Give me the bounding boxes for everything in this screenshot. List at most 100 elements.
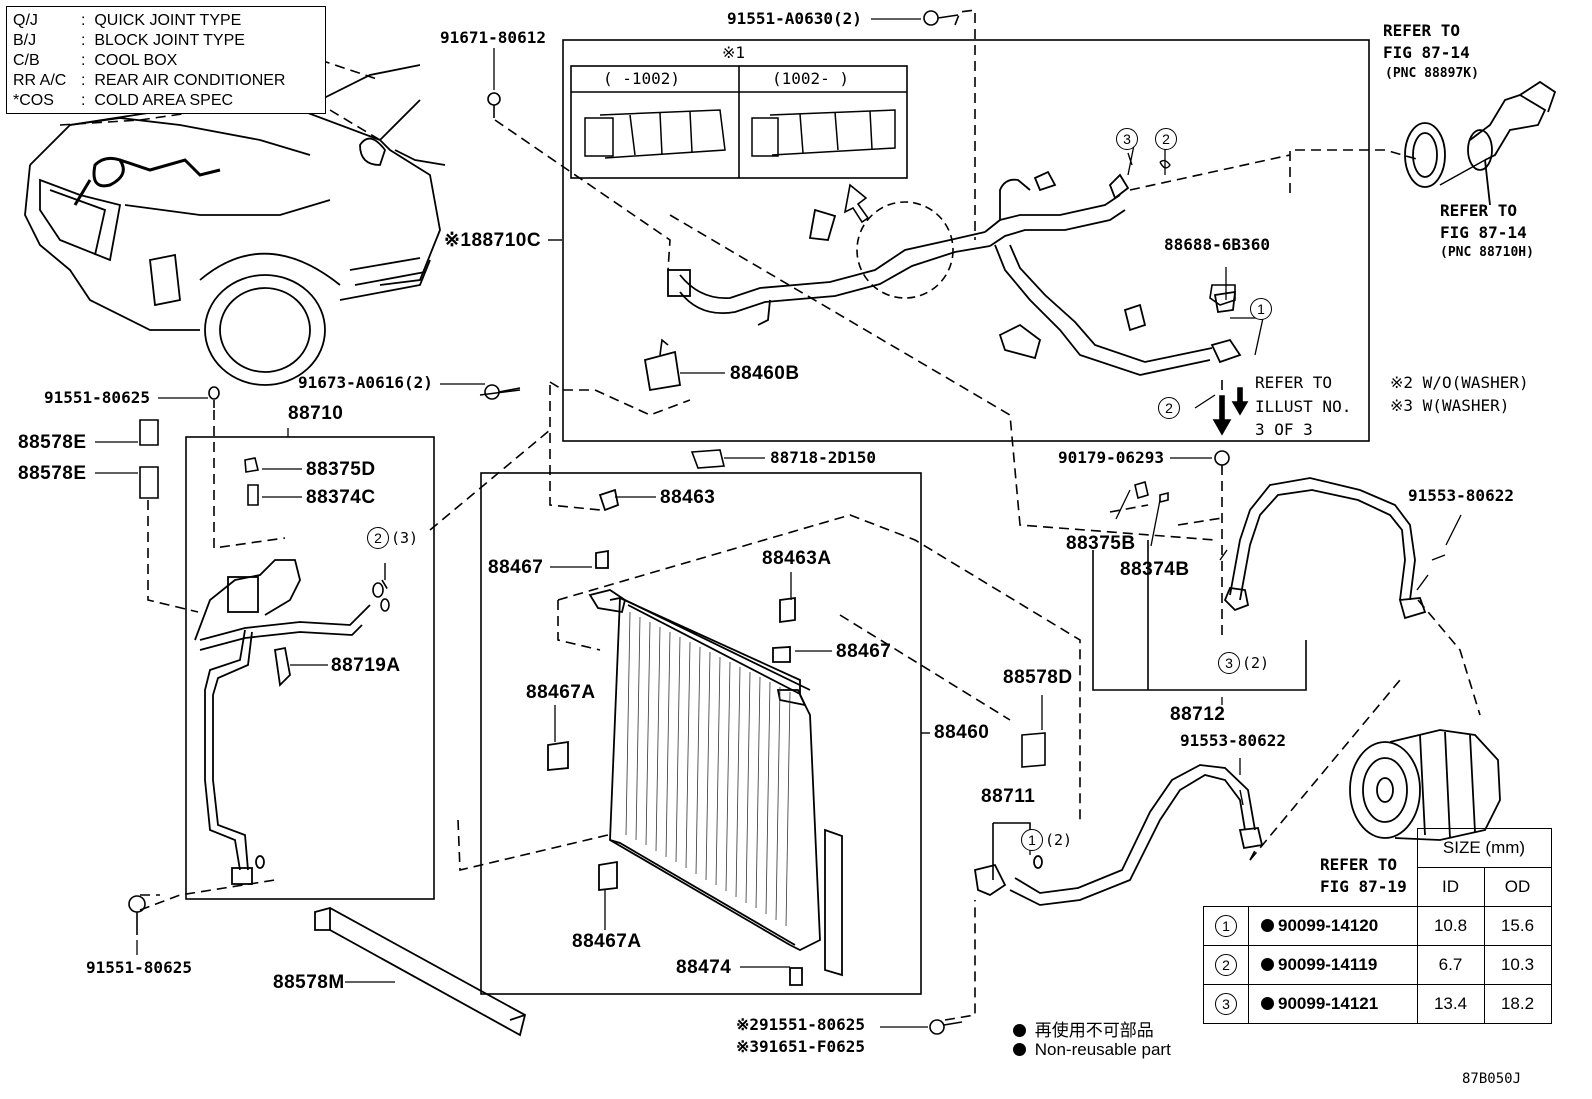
refer-illust-link[interactable]: ILLUST NO. [1255,397,1352,416]
part-label-88463[interactable]: 88463 [660,487,716,508]
oring-ref-2: 2 [1158,397,1180,419]
refer-fig-87-14-a-link[interactable]: FIG 87-14 [1383,43,1470,62]
part-label-88711[interactable]: 88711 [981,786,1036,807]
hose-assembly-box [562,39,1370,442]
abbreviation-legend: Q/J: QUICK JOINT TYPE B/J: BLOCK JOINT T… [6,6,326,114]
part-label-91673-a0616[interactable]: 91673-A0616(2) [298,373,433,392]
non-reusable-dot-icon [1261,958,1274,971]
oring-id: 13.4 [1416,984,1485,1024]
refer-fig-87-14-b-pnc: (PNC 88710H) [1440,245,1534,260]
quantity-note: (3) [391,529,419,547]
legend-row: Q/J: QUICK JOINT TYPE [13,12,242,29]
table-row: 1 90099-14120 10.8 15.6 [1203,906,1552,946]
oring-ref-3: 3 [1218,652,1240,674]
part-label-91551-80625-bottom[interactable]: 91551-80625 [86,958,192,977]
condenser-box [480,472,922,995]
part-label-88578e-b[interactable]: 88578E [18,463,87,484]
compressor-sketch [1349,729,1501,841]
refer-illust-page: 3 OF 3 [1255,420,1313,439]
part-label-88710[interactable]: 88710 [288,403,344,424]
part-label-88374c[interactable]: 88374C [306,487,376,508]
table-row: 2 90099-14119 6.7 10.3 [1203,945,1552,985]
part-label-88467-a[interactable]: 88467 [488,557,544,578]
oring-part-number[interactable]: 90099-14119 [1248,945,1418,985]
non-reusable-dot-icon [1013,1043,1026,1056]
part-label-88467a-a[interactable]: 88467A [526,682,596,703]
vehicle-sketch [24,64,446,386]
part-label-88375b[interactable]: 88375B [1066,533,1136,554]
legend-row: C/B: COOL BOX [13,52,178,69]
part-label-88578m[interactable]: 88578M [273,972,345,993]
part-label-88460b[interactable]: 88460B [730,363,800,384]
row-number: 1 [1215,915,1237,937]
refer-fig-87-14-b-link[interactable]: FIG 87-14 [1440,223,1527,242]
refer-fig-87-19-title: REFER TO [1320,855,1398,874]
non-reusable-dot-icon [1261,919,1274,932]
non-reusable-legend-jp: 再使用不可部品 [1013,1016,1154,1041]
refer-fig-87-14-a-title: REFER TO [1383,21,1461,40]
refer-fig-87-14-b-title: REFER TO [1440,201,1518,220]
part-label-88467a-b[interactable]: 88467A [572,931,642,952]
part-label-88578d[interactable]: 88578D [1003,667,1073,688]
oring-od: 15.6 [1483,906,1552,946]
row-number: 2 [1215,954,1237,976]
part-label-88578e-a[interactable]: 88578E [18,432,87,453]
part-label-88467-b[interactable]: 88467 [836,641,892,662]
part-label-88463a[interactable]: 88463A [762,548,832,569]
inset-column-before: ( -1002) [603,69,681,88]
quantity-note: (2) [1242,654,1270,672]
part-label-91651-f0625-note3[interactable]: ※391651-F0625 [736,1037,865,1056]
note3-washer: ※3 W(WASHER) [1390,396,1510,415]
oring-od: 18.2 [1483,984,1552,1024]
legend-row: B/J: BLOCK JOINT TYPE [13,32,245,49]
oring-id: 6.7 [1416,945,1485,985]
oring-ref-2: 2 [1155,128,1177,150]
oring-ref-2: 2 [367,527,389,549]
part-label-90179-06293[interactable]: 90179-06293 [1058,448,1164,467]
part-label-91551-80625-note2[interactable]: ※291551-80625 [736,1015,865,1034]
discharge-hose-box [185,436,435,900]
part-label-88375d[interactable]: 88375D [306,459,376,480]
row-number: 3 [1215,993,1237,1015]
legend-row: RR A/C: REAR AIR CONDITIONER [13,72,286,89]
non-reusable-dot-icon [1013,1024,1026,1037]
oring-ref-1: 1 [1021,829,1043,851]
part-label-91551-a0630[interactable]: 91551-A0630(2) [727,9,862,28]
non-reusable-legend-en: Non-reusable part [1013,1040,1171,1060]
part-label-88718-2d150[interactable]: 88718-2D150 [770,448,876,467]
part-label-88688-6b360[interactable]: 88688-6B360 [1164,235,1270,254]
condenser-core [625,611,791,927]
seal-strip-88578m [314,907,527,1037]
table-row: 3 90099-14121 13.4 18.2 [1203,984,1552,1024]
part-label-91671-80612[interactable]: 91671-80612 [440,28,546,47]
part-label-91553-80622-a[interactable]: 91553-80622 [1408,486,1514,505]
part-label-88460[interactable]: 88460 [934,722,990,743]
quantity-note: (2) [1045,831,1073,849]
part-label-88374b[interactable]: 88374B [1120,559,1190,580]
oring-id: 10.8 [1416,906,1485,946]
oring-part-number[interactable]: 90099-14120 [1248,906,1418,946]
size-col-od: OD [1483,867,1552,907]
part-label-88474[interactable]: 88474 [676,957,732,978]
note2-washer: ※2 W/O(WASHER) [1390,373,1529,392]
refer-fig-87-19-link[interactable]: FIG 87-19 [1320,877,1407,896]
note1-mark: ※1 [722,43,746,62]
oring-size-table: SIZE (mm) ID OD 1 90099-14120 10.8 15.6 … [1203,828,1552,1024]
part-label-88712[interactable]: 88712 [1170,704,1226,725]
inset-column-after: (1002- ) [772,69,850,88]
non-reusable-dot-icon [1261,997,1274,1010]
figure-code: 87B050J [1462,1071,1522,1087]
size-header: SIZE (mm) [1416,828,1552,868]
part-label-88710c[interactable]: ※188710C [444,230,542,251]
part-label-91551-80625-top[interactable]: 91551-80625 [44,388,150,407]
oring-od: 10.3 [1483,945,1552,985]
part-label-91553-80622-b[interactable]: 91553-80622 [1180,731,1286,750]
refer-illust-title: REFER TO [1255,373,1333,392]
oring-part-number[interactable]: 90099-14121 [1248,984,1418,1024]
part-label-88719a[interactable]: 88719A [331,655,401,676]
oring-ref-3: 3 [1116,128,1138,150]
legend-row: *COS: COLD AREA SPEC [13,92,234,109]
oring-ref-1: 1 [1250,298,1272,320]
